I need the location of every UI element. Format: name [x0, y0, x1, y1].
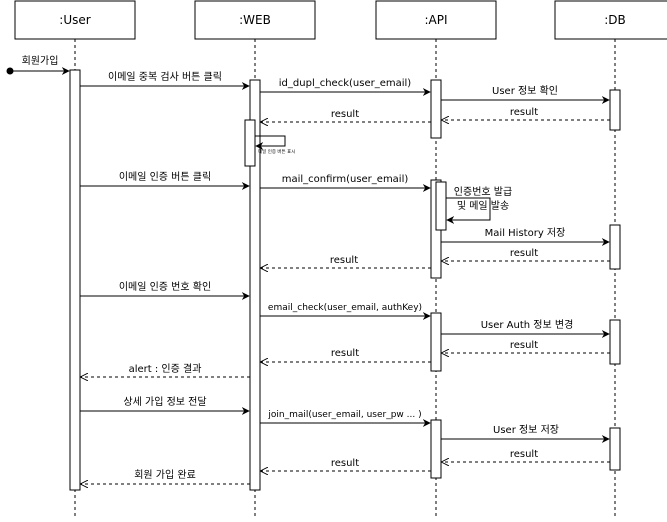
participant-db: :DB: [554, 0, 667, 40]
participants: :User :WEB :API :DB: [14, 0, 667, 40]
found-message-label: 회원가입: [22, 54, 59, 67]
message-label: 이메일 인증 버튼 클릭: [119, 171, 211, 183]
participant-user: :User: [14, 0, 136, 40]
message-label: result: [331, 458, 359, 469]
activation-web-self: [244, 119, 256, 167]
activation-db-1: [609, 89, 621, 131]
activation-api-3: [430, 312, 442, 372]
message-label: result: [331, 109, 359, 120]
activation-api-self: [435, 181, 447, 231]
found-message: 회원가입: [6, 54, 70, 75]
found-message-dot: [6, 67, 14, 75]
message-label: join_mail(user_email, user_pw ... ): [267, 410, 421, 420]
participant-web: :WEB: [194, 0, 316, 40]
participant-api: :API: [375, 0, 497, 40]
participant-user-box: [14, 0, 136, 40]
message-label: result: [510, 340, 538, 351]
message-label: mail_confirm(user_email): [282, 174, 409, 185]
message-label: result: [510, 107, 538, 118]
messages: 이메일 중복 검사 버튼 클릭 id_dupl_check(user_email…: [80, 71, 610, 484]
message-label: email_check(user_email, authKey): [268, 303, 422, 313]
self-message-label: 메일 인증 버튼 표시: [258, 148, 295, 155]
activations: [69, 69, 621, 491]
activation-api-1: [430, 79, 442, 139]
message-label: result: [331, 348, 359, 359]
participant-user-label: :User: [59, 13, 90, 27]
activation-api-4: [430, 419, 442, 479]
message-label: result: [510, 248, 538, 259]
activation-web: [249, 79, 261, 491]
message-label: result: [510, 449, 538, 460]
message-label: alert : 인증 결과: [129, 363, 202, 375]
message-label: 이메일 인증 번호 확인: [119, 281, 211, 293]
activation-db-3: [609, 319, 621, 365]
activation-db-2: [609, 224, 621, 270]
self-message-arrow: [446, 197, 491, 224]
message-label: 회원 가입 완료: [134, 468, 196, 481]
self-message-label: 인증번호 발급: [454, 186, 512, 198]
message-label: Mail History 저장: [485, 227, 566, 239]
message-label: 이메일 중복 검사 버튼 클릭: [108, 71, 222, 83]
participant-api-label: :API: [424, 13, 447, 27]
activation-db-4: [609, 427, 621, 471]
activation-user: [69, 69, 81, 491]
self-message-label: 및 메일 발송: [457, 200, 509, 212]
participant-db-label: :DB: [604, 13, 626, 27]
participant-api-box: [375, 0, 497, 40]
participant-db-box: [554, 0, 667, 40]
self-message-arrow: [255, 135, 286, 150]
message-label: 상세 가입 정보 전달: [123, 395, 206, 408]
participant-web-label: :WEB: [239, 13, 271, 27]
message-label: User Auth 정보 변경: [481, 318, 574, 331]
message-label: User 정보 저장: [493, 424, 559, 436]
message-label: id_dupl_check(user_email): [279, 78, 412, 89]
message-label: User 정보 확인: [492, 85, 558, 97]
participant-web-box: [194, 0, 316, 40]
message-label: result: [330, 255, 358, 266]
